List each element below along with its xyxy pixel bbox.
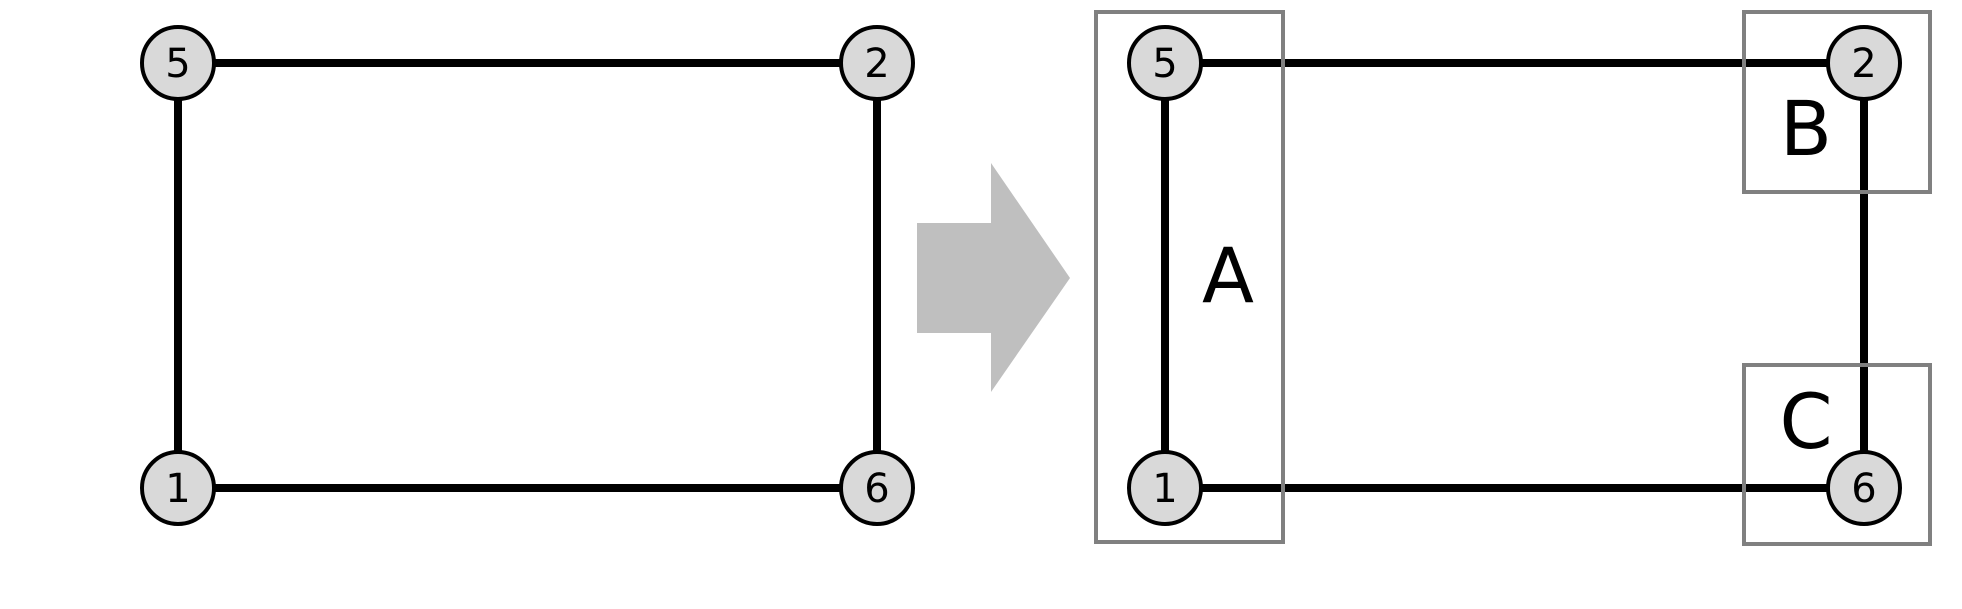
group-box-b — [1742, 10, 1932, 194]
block-arrow-right-icon — [917, 163, 1070, 392]
node-label: 1 — [1152, 466, 1177, 512]
node-label: 5 — [165, 41, 190, 87]
group-label-a: A — [1202, 231, 1254, 320]
left-node-6: 6 — [839, 450, 915, 526]
right-graph: 5 2 1 6 A B C — [1094, 10, 1932, 546]
node-label: 1 — [165, 466, 190, 512]
node-label: 2 — [864, 41, 889, 87]
right-node-5: 5 — [1127, 25, 1203, 101]
left-node-2: 2 — [839, 25, 915, 101]
right-node-1: 1 — [1127, 450, 1203, 526]
node-label: 6 — [1851, 466, 1876, 512]
group-label-b: B — [1780, 84, 1832, 173]
node-label: 6 — [864, 466, 889, 512]
group-box-c — [1742, 363, 1932, 546]
left-node-1: 1 — [140, 450, 216, 526]
node-label: 2 — [1851, 41, 1876, 87]
left-graph: 5 2 1 6 — [140, 25, 915, 526]
right-node-2: 2 — [1826, 25, 1902, 101]
node-label: 5 — [1152, 41, 1177, 87]
left-node-5: 5 — [140, 25, 216, 101]
group-label-c: C — [1779, 377, 1832, 466]
group-box-a — [1094, 10, 1285, 544]
right-node-6: 6 — [1826, 450, 1902, 526]
